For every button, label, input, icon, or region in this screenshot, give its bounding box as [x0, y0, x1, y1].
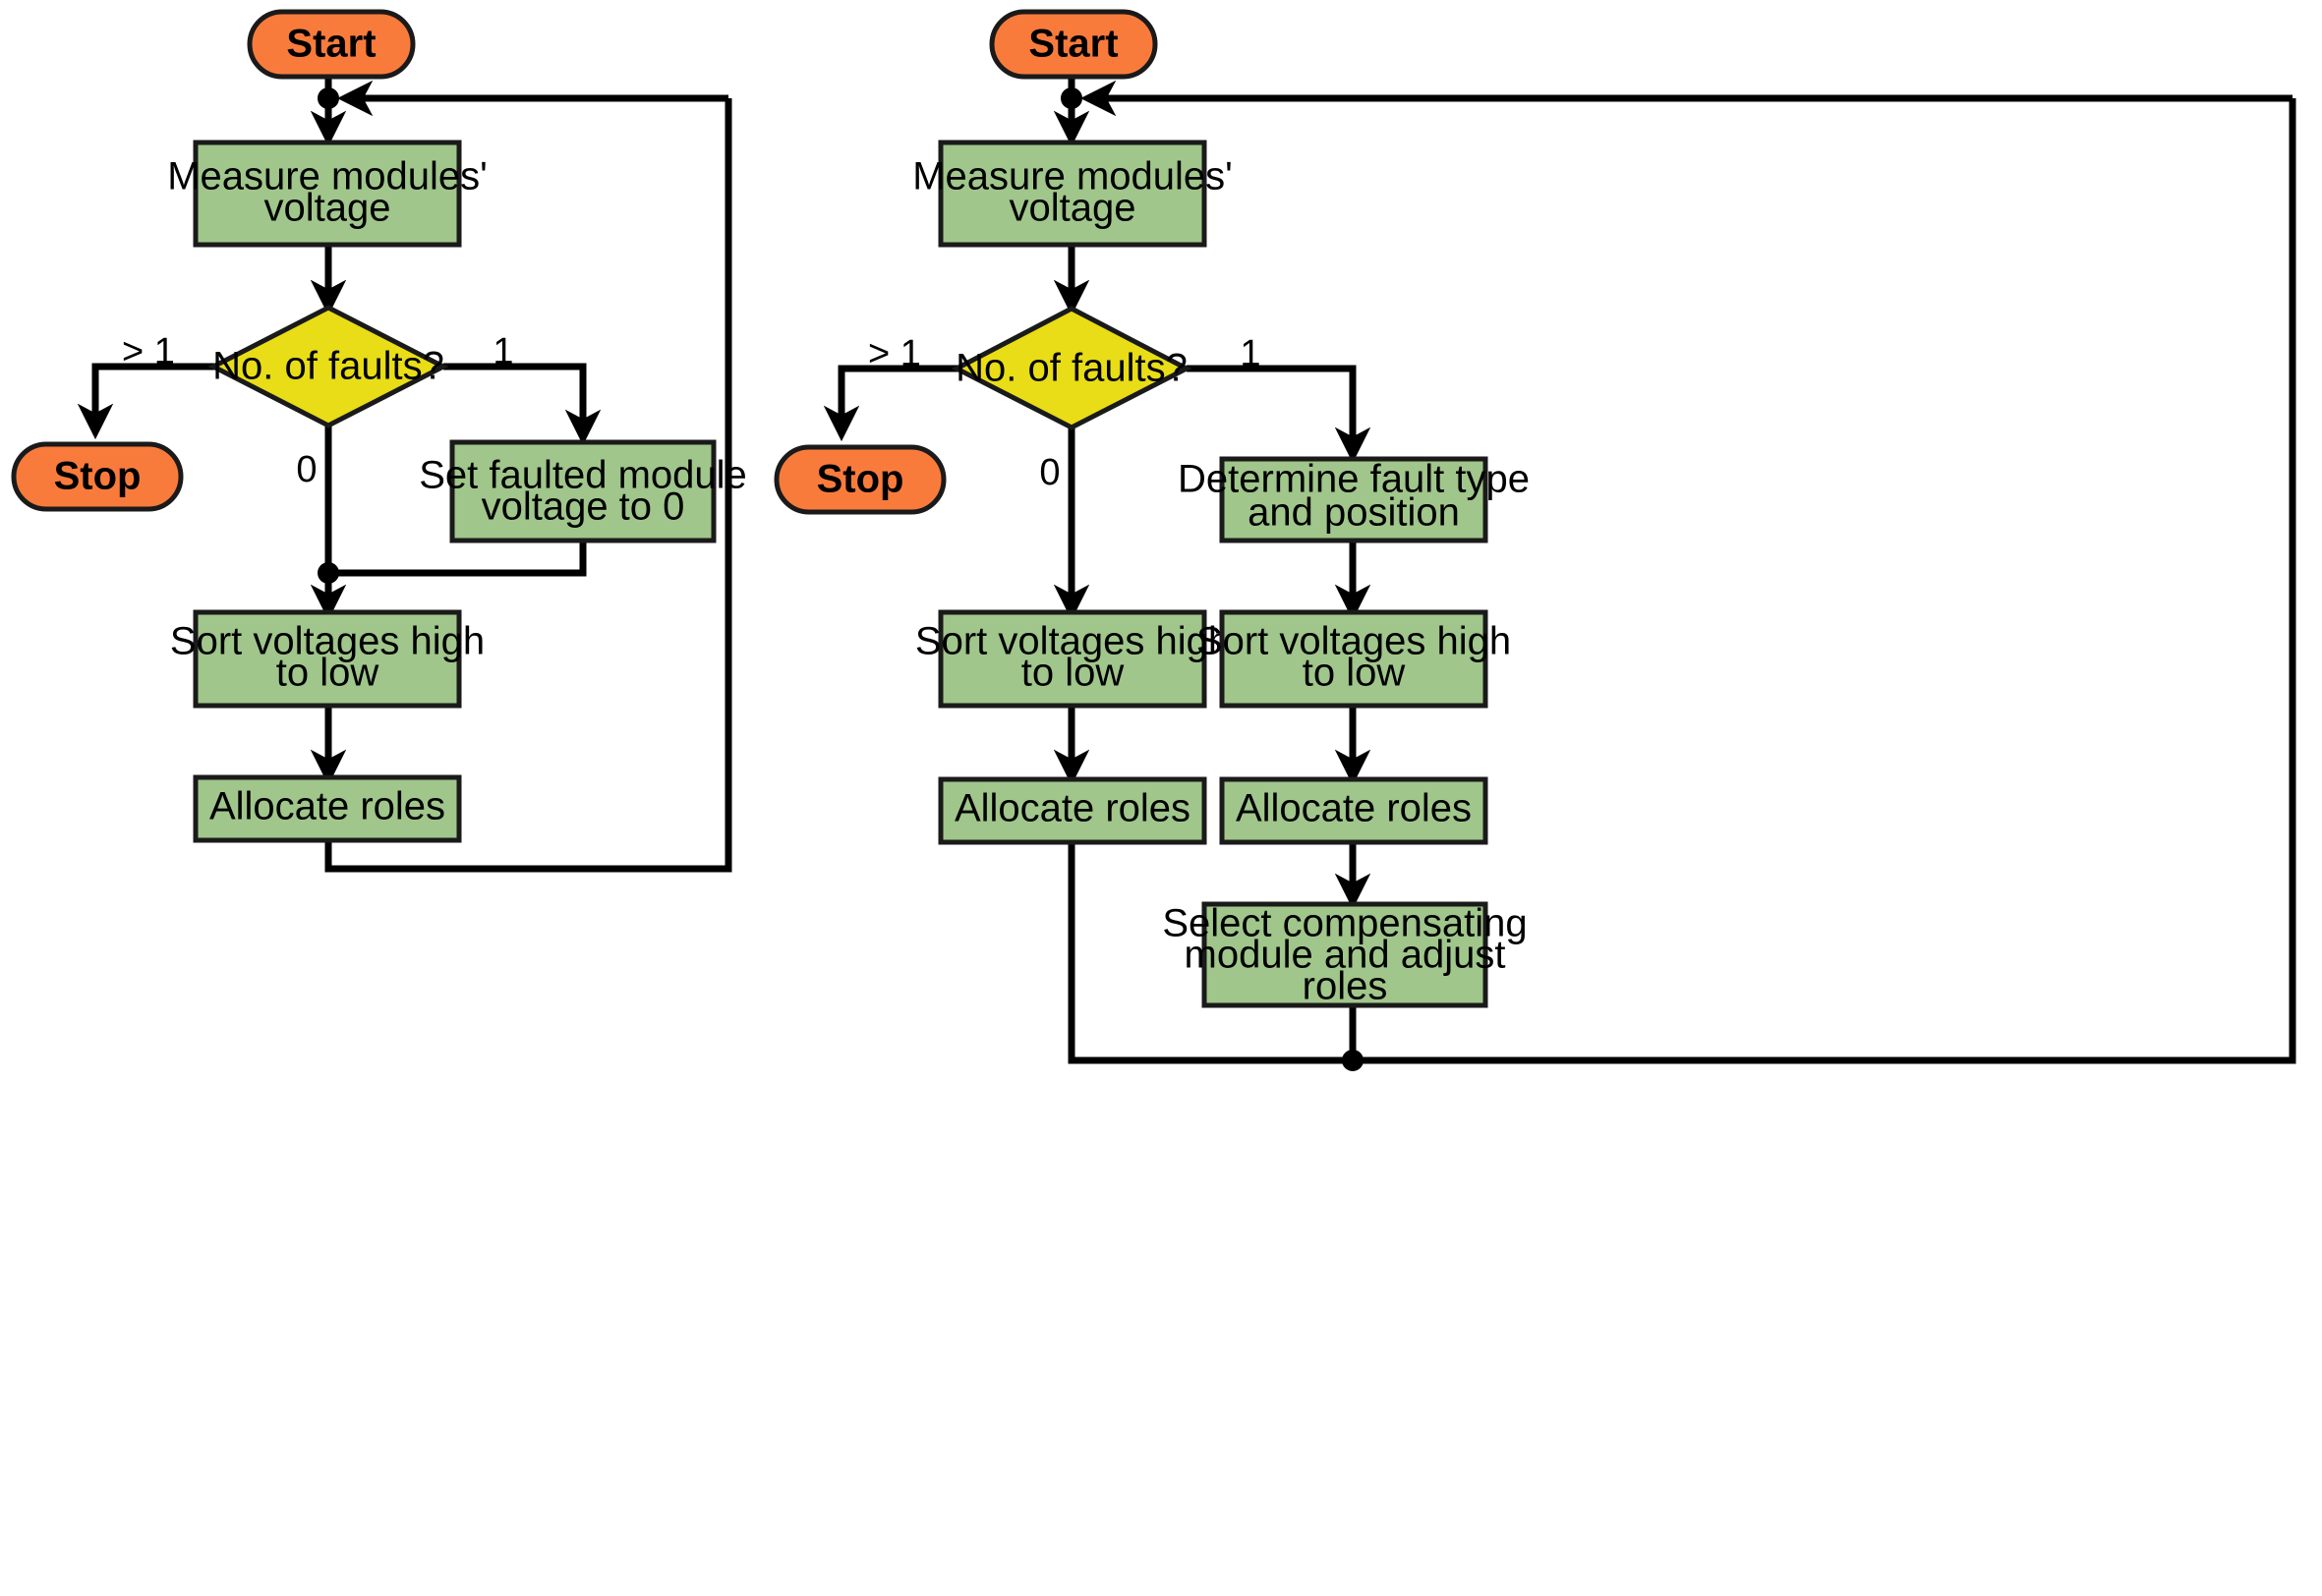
r-sort1-shape — [1219, 609, 1488, 709]
setzero-shape — [449, 439, 717, 543]
edge-decision-1-to-setzero — [443, 363, 602, 446]
r-sort0-label-line1: Sort voltages high — [915, 620, 1230, 663]
right-node-measure[interactable]: Measure modules' voltage — [912, 140, 1233, 248]
r-junction-dot-top — [1061, 87, 1082, 109]
left-edge-label-gt1: > 1 — [122, 331, 175, 372]
r-measure-label-line1: Measure modules' — [912, 155, 1233, 199]
decision-label: No. of faults? — [212, 345, 444, 388]
sort-label-line2: to low — [276, 652, 379, 695]
sort-label-line1: Sort voltages high — [170, 620, 485, 663]
r-alloc0-shape — [938, 776, 1207, 845]
right-node-decision[interactable]: No. of faults? — [951, 306, 1192, 430]
start-shape — [247, 9, 416, 80]
allocate-label: Allocate roles — [209, 785, 445, 828]
r-sort0-shape — [938, 609, 1207, 709]
r-sort1-label-line1: Sort voltages high — [1196, 620, 1511, 663]
r-determine-shape — [1219, 456, 1488, 543]
measure-shape — [193, 140, 462, 248]
right-flowchart: Start Measure modules' voltage No. of fa… — [774, 9, 2296, 1071]
right-node-compensate[interactable]: Select compensating module and adjust ro… — [1162, 901, 1528, 1008]
measure-label-line1: Measure modules' — [167, 155, 488, 199]
r-sort0-label-line2: to low — [1021, 652, 1125, 695]
allocate-shape — [193, 774, 462, 843]
sort-shape — [193, 609, 462, 709]
r-determine-label-line1: Determine fault type — [1178, 458, 1530, 501]
junction-dot-top — [318, 87, 339, 109]
left-node-decision[interactable]: No. of faults? — [207, 305, 449, 428]
r-compensate-label-line3: roles — [1303, 965, 1388, 1008]
r-compensate-shape — [1201, 901, 1488, 1008]
decision-shape — [207, 305, 449, 428]
r-decision-label: No. of faults? — [956, 347, 1188, 390]
right-node-sort-left[interactable]: Sort voltages high to low — [915, 609, 1230, 709]
left-node-start[interactable]: Start — [247, 9, 416, 80]
r-edge-decision-1-to-determine — [1187, 365, 1371, 464]
left-node-set-faulted-voltage[interactable]: Set faulted module voltage to 0 — [419, 439, 747, 543]
right-edge-label-zero: 0 — [1039, 452, 1060, 493]
edge-allocate-feedback — [324, 98, 732, 873]
setzero-label-line1: Set faulted module — [419, 454, 747, 497]
left-node-allocate[interactable]: Allocate roles — [193, 774, 462, 843]
edge-decision-gt1-to-stop — [77, 363, 214, 440]
r-stop-shape — [774, 444, 947, 515]
right-node-determine[interactable]: Determine fault type and position — [1178, 456, 1530, 543]
r-edge-alloc0-to-bus — [1068, 842, 1353, 1064]
left-node-sort[interactable]: Sort voltages high to low — [170, 609, 485, 709]
right-edge-label-one: 1 — [1240, 333, 1260, 374]
stop-label: Stop — [54, 455, 142, 498]
r-stop-label: Stop — [817, 458, 904, 501]
r-measure-shape — [938, 140, 1207, 248]
left-edge-label-zero: 0 — [296, 449, 317, 490]
r-determine-label-line2: and position — [1248, 491, 1460, 535]
r-start-label: Start — [1028, 23, 1118, 66]
r-sort1-label-line2: to low — [1303, 652, 1406, 695]
right-node-allocate-left[interactable]: Allocate roles — [938, 776, 1207, 845]
left-edge-label-one: 1 — [493, 331, 513, 372]
r-alloc1-label: Allocate roles — [1236, 787, 1472, 830]
r-decision-shape — [951, 306, 1192, 430]
right-node-stop[interactable]: Stop — [774, 444, 947, 515]
left-node-stop[interactable]: Stop — [11, 441, 184, 512]
setzero-label-line2: voltage to 0 — [482, 485, 685, 529]
right-node-start[interactable]: Start — [989, 9, 1158, 80]
r-start-shape — [989, 9, 1158, 80]
r-alloc1-shape — [1219, 776, 1488, 845]
start-label: Start — [286, 23, 376, 66]
r-edge-bus-feedback — [1353, 98, 2296, 1064]
stop-shape — [11, 441, 184, 512]
right-connectors — [823, 77, 2296, 1071]
left-node-measure[interactable]: Measure modules' voltage — [167, 140, 488, 248]
r-compensate-label-line1: Select compensating — [1162, 902, 1527, 945]
right-edge-label-gt1: > 1 — [868, 333, 921, 374]
r-edge-decision-gt1-to-stop — [823, 365, 958, 442]
r-compensate-label-line2: module and adjust — [1185, 934, 1506, 977]
edge-setzero-to-merge — [328, 541, 587, 577]
left-connectors — [77, 77, 732, 873]
r-alloc0-label: Allocate roles — [955, 787, 1190, 830]
r-junction-dot-bottom — [1342, 1050, 1364, 1071]
r-measure-label-line2: voltage — [1010, 187, 1136, 230]
left-flowchart: Start Measure modules' voltage No. of fa… — [11, 9, 747, 873]
right-node-allocate-right[interactable]: Allocate roles — [1219, 776, 1488, 845]
right-node-sort-right[interactable]: Sort voltages high to low — [1196, 609, 1511, 709]
measure-label-line2: voltage — [264, 187, 391, 230]
